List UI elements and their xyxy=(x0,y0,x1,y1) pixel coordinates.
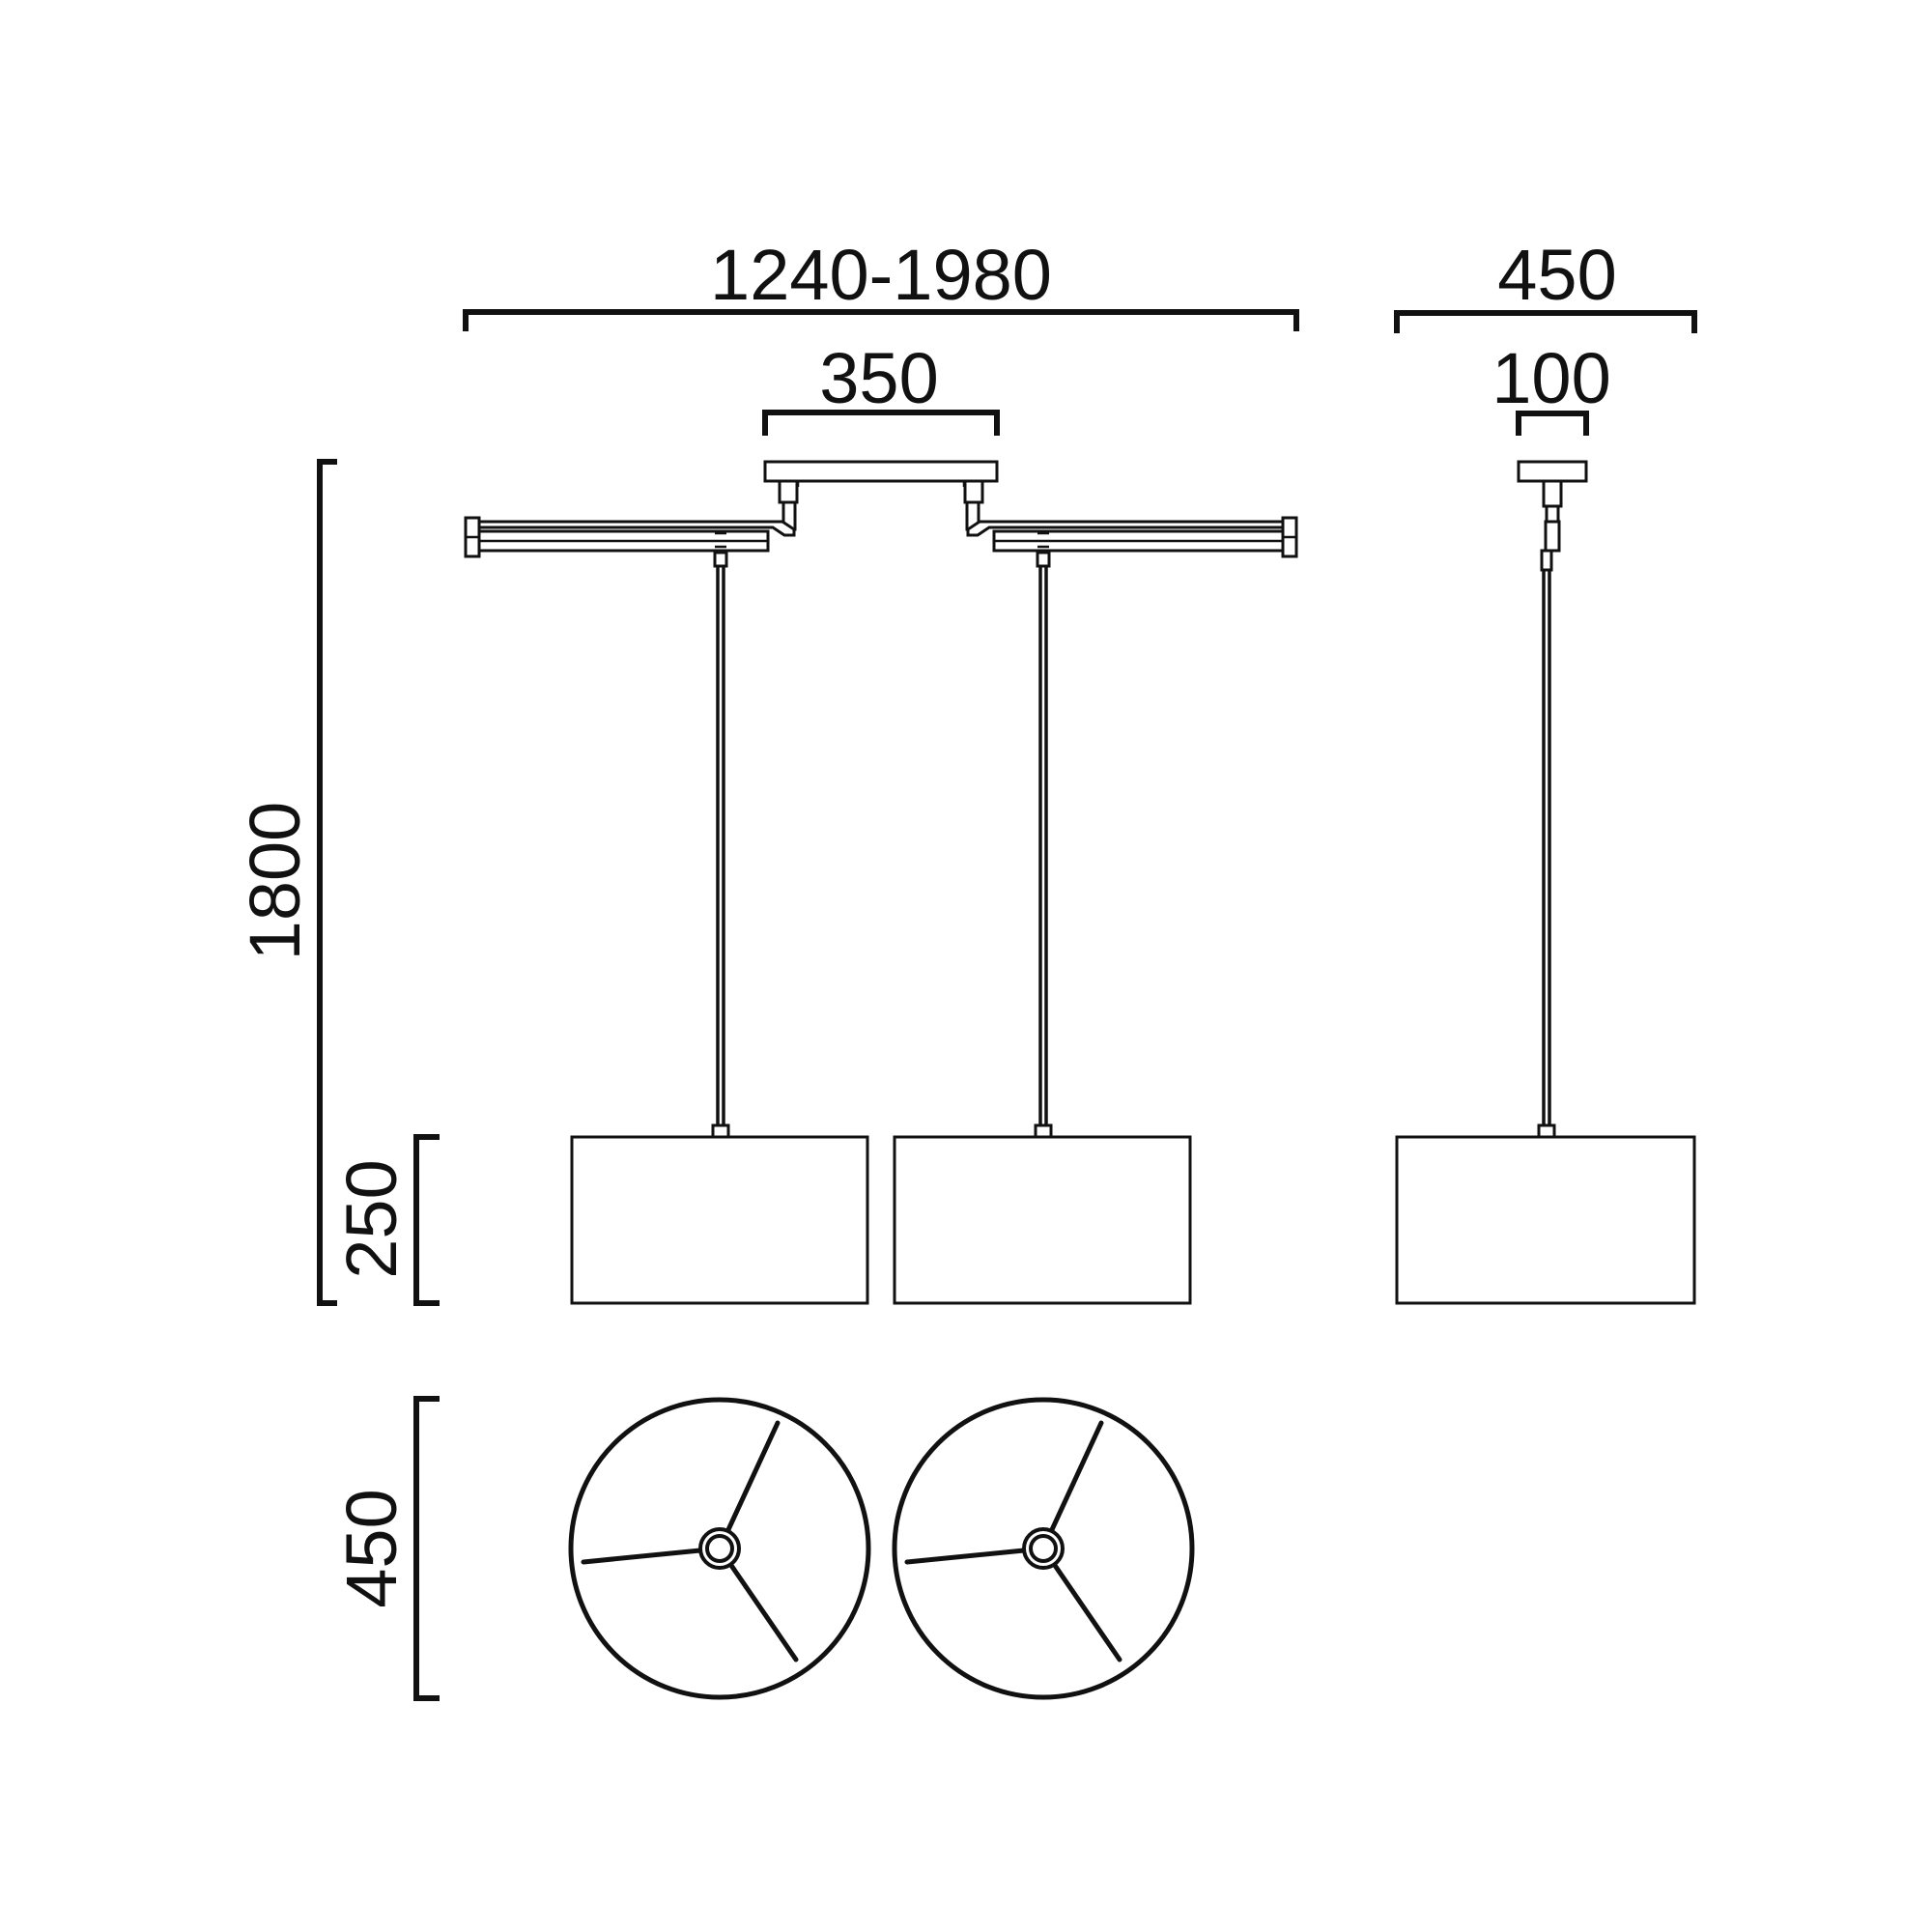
left-extension-arm xyxy=(464,516,796,568)
overall-width-dimension: 1240-1980 xyxy=(463,235,1299,331)
overall-width-label: 1240-1980 xyxy=(710,235,1052,315)
ceiling-canopy xyxy=(763,460,999,483)
front-view-cables xyxy=(711,566,1053,1139)
side-canopy-width-label: 100 xyxy=(1492,338,1610,418)
shade-diameter-dimension: 450 xyxy=(331,1396,440,1701)
canopy-width-dimension: 350 xyxy=(762,338,1000,436)
side-width-dimension: 450 xyxy=(1394,235,1697,333)
right-lamp-shade xyxy=(893,1135,1192,1305)
shade-diameter-label: 450 xyxy=(331,1489,412,1607)
overall-height-label: 1800 xyxy=(235,802,315,961)
shade-height-label: 250 xyxy=(331,1159,412,1278)
bottom-view-left-shade xyxy=(568,1397,871,1700)
front-view-shades xyxy=(570,1135,1192,1305)
side-canopy xyxy=(1517,460,1588,483)
left-swivel-joint xyxy=(778,479,799,504)
canopy-width-label: 350 xyxy=(819,338,938,418)
overall-height-dimension: 1800 xyxy=(235,459,337,1306)
side-lamp-shade xyxy=(1395,1135,1696,1305)
bottom-view-right-shade xyxy=(892,1397,1195,1700)
right-extension-arm xyxy=(966,516,1298,568)
shade-height-dimension: 250 xyxy=(331,1134,440,1306)
left-lamp-shade xyxy=(570,1135,869,1305)
side-width-label: 450 xyxy=(1497,235,1616,315)
side-swivel-joint xyxy=(1544,520,1561,553)
front-view-canopy-assembly xyxy=(464,460,1298,568)
side-canopy-width-dimension: 100 xyxy=(1492,338,1611,436)
right-swivel-joint xyxy=(963,479,984,504)
side-view xyxy=(1395,460,1696,1305)
